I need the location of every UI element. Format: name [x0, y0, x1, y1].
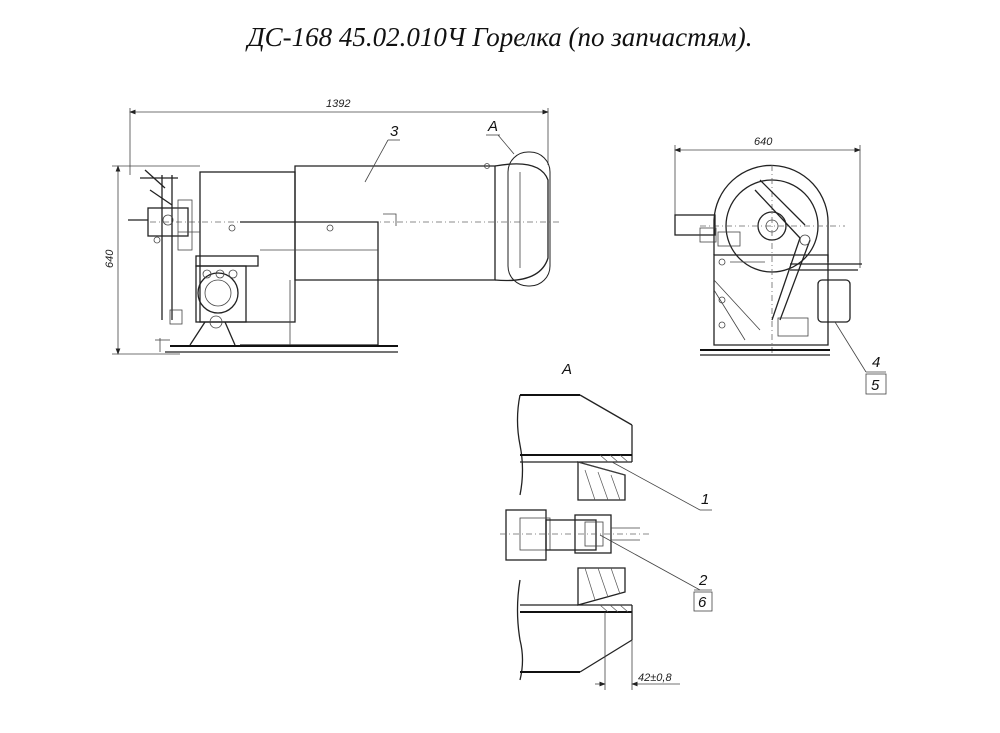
- dim-1392-label: 1392: [326, 98, 350, 110]
- dim-640-horizontal-label: 640: [754, 136, 773, 148]
- part-3-label: 3: [390, 123, 399, 140]
- dim-640-vertical-label: 640: [104, 249, 116, 268]
- view-a-title: A: [561, 361, 572, 378]
- drawing-title: ДС-168 45.02.010Ч Горелка (по запчастям)…: [247, 22, 753, 52]
- main-side-view: 1392 640: [104, 98, 560, 355]
- part-4-label: 4: [872, 354, 880, 371]
- part-2-label: 2: [698, 572, 708, 589]
- part-6-label: 6: [698, 594, 707, 611]
- detail-view-a: 42±0,8: [500, 394, 680, 690]
- end-view: 640: [674, 136, 862, 356]
- dim-gap-label: 42±0,8: [638, 672, 672, 684]
- view-a-callout-label: A: [487, 118, 498, 135]
- part-5-label: 5: [871, 377, 880, 394]
- part-1-label: 1: [701, 491, 709, 508]
